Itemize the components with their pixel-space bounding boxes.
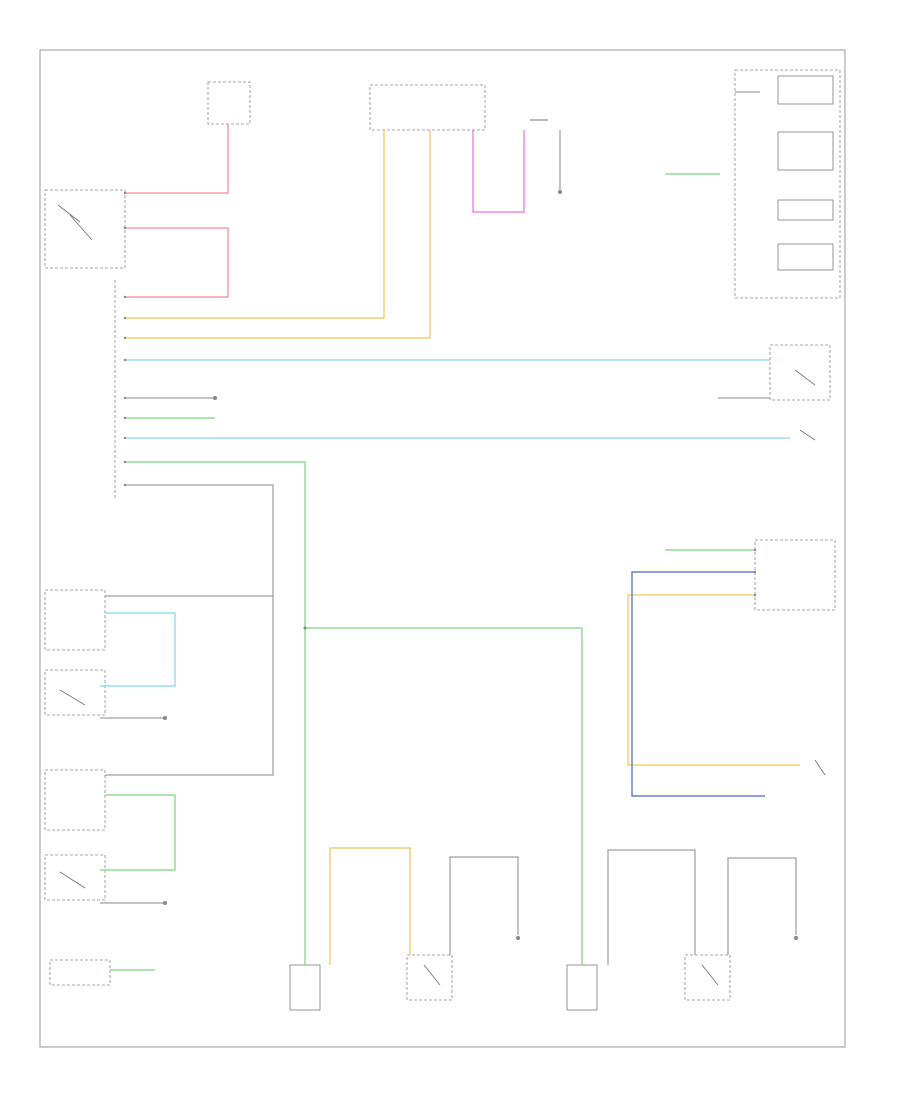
left-switch-box-1	[44, 589, 106, 651]
ignition-switch-box	[44, 189, 126, 269]
connector-dots	[123, 191, 757, 630]
ground-symbols	[163, 190, 798, 940]
passenger-door-lock-actuator	[406, 954, 453, 1001]
trunk-switch-box	[769, 344, 831, 401]
cluster-item-3	[777, 199, 834, 221]
pink-wire	[472, 130, 525, 213]
relay-box-right	[754, 539, 836, 611]
instrument-cluster-box	[734, 69, 841, 299]
green-wires	[100, 173, 755, 971]
left-switch-box-2	[44, 769, 106, 831]
switch-glyphs	[57, 119, 826, 986]
engine-compartment-fuse-box	[369, 84, 486, 131]
fuse-block-top	[207, 81, 251, 125]
gray-wires	[100, 91, 797, 965]
cluster-item-2	[777, 131, 834, 171]
left-door-switch-1	[44, 669, 106, 716]
cyan-wires	[100, 359, 790, 687]
red-wires	[125, 124, 229, 298]
passenger-switch-box	[289, 964, 321, 1011]
yellow-wires	[125, 130, 800, 965]
diagram-frame	[39, 49, 846, 1048]
cluster-item-4	[777, 243, 834, 271]
ground-module-left	[49, 959, 111, 986]
driver-door-lock-actuator	[684, 954, 731, 1001]
blue-wire	[631, 571, 765, 797]
left-door-switch-2	[44, 854, 106, 901]
driver-switch-box	[566, 964, 598, 1011]
cluster-item-1	[777, 75, 834, 105]
